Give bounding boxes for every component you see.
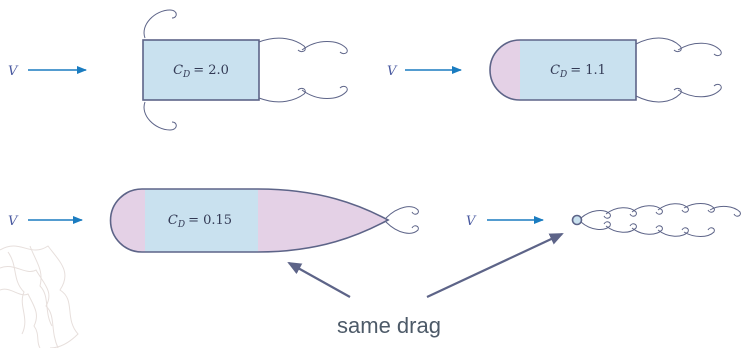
plate-group: V CD= 2.0: [8, 9, 348, 131]
plate-body: [142, 39, 260, 101]
airfoil-drag-coefficient: CD= 0.15: [168, 213, 232, 230]
rounded-drag-coefficient: CD= 1.1: [550, 63, 606, 80]
airfoil-wake-vortices: [385, 206, 419, 234]
cylinder-velocity-label: V: [466, 214, 477, 229]
airfoil-velocity-label: V: [8, 214, 19, 229]
small-cylinder: [571, 214, 583, 226]
pointer-to-airfoil: [287, 262, 351, 298]
plate-wake-vortices: [143, 9, 348, 131]
rounded-body: [520, 40, 636, 100]
rounded-velocity-label: V: [387, 64, 398, 79]
airfoil-tail: [258, 189, 388, 252]
airfoil-group: V CD= 0.15: [8, 188, 419, 253]
cylinder-group: V: [466, 203, 741, 237]
same-drag-callout: same drag: [287, 233, 564, 338]
airfoil-core: [145, 189, 258, 252]
same-drag-caption: same drag: [337, 313, 441, 338]
plate-drag-coefficient: CD= 2.0: [173, 63, 229, 80]
airfoil-outline: [109, 188, 390, 253]
rounded-nose: [490, 40, 520, 100]
rounded-outline: [489, 39, 637, 101]
plate-velocity-label: V: [8, 64, 19, 79]
rounded-wake-vortices: [635, 37, 722, 103]
watermark-sketch: [0, 245, 79, 348]
cylinder-vortex-street: [580, 203, 741, 237]
rounded-group: V CD= 1.1: [387, 37, 722, 103]
airfoil-nose: [110, 189, 145, 252]
pointer-to-cylinder: [426, 233, 564, 298]
